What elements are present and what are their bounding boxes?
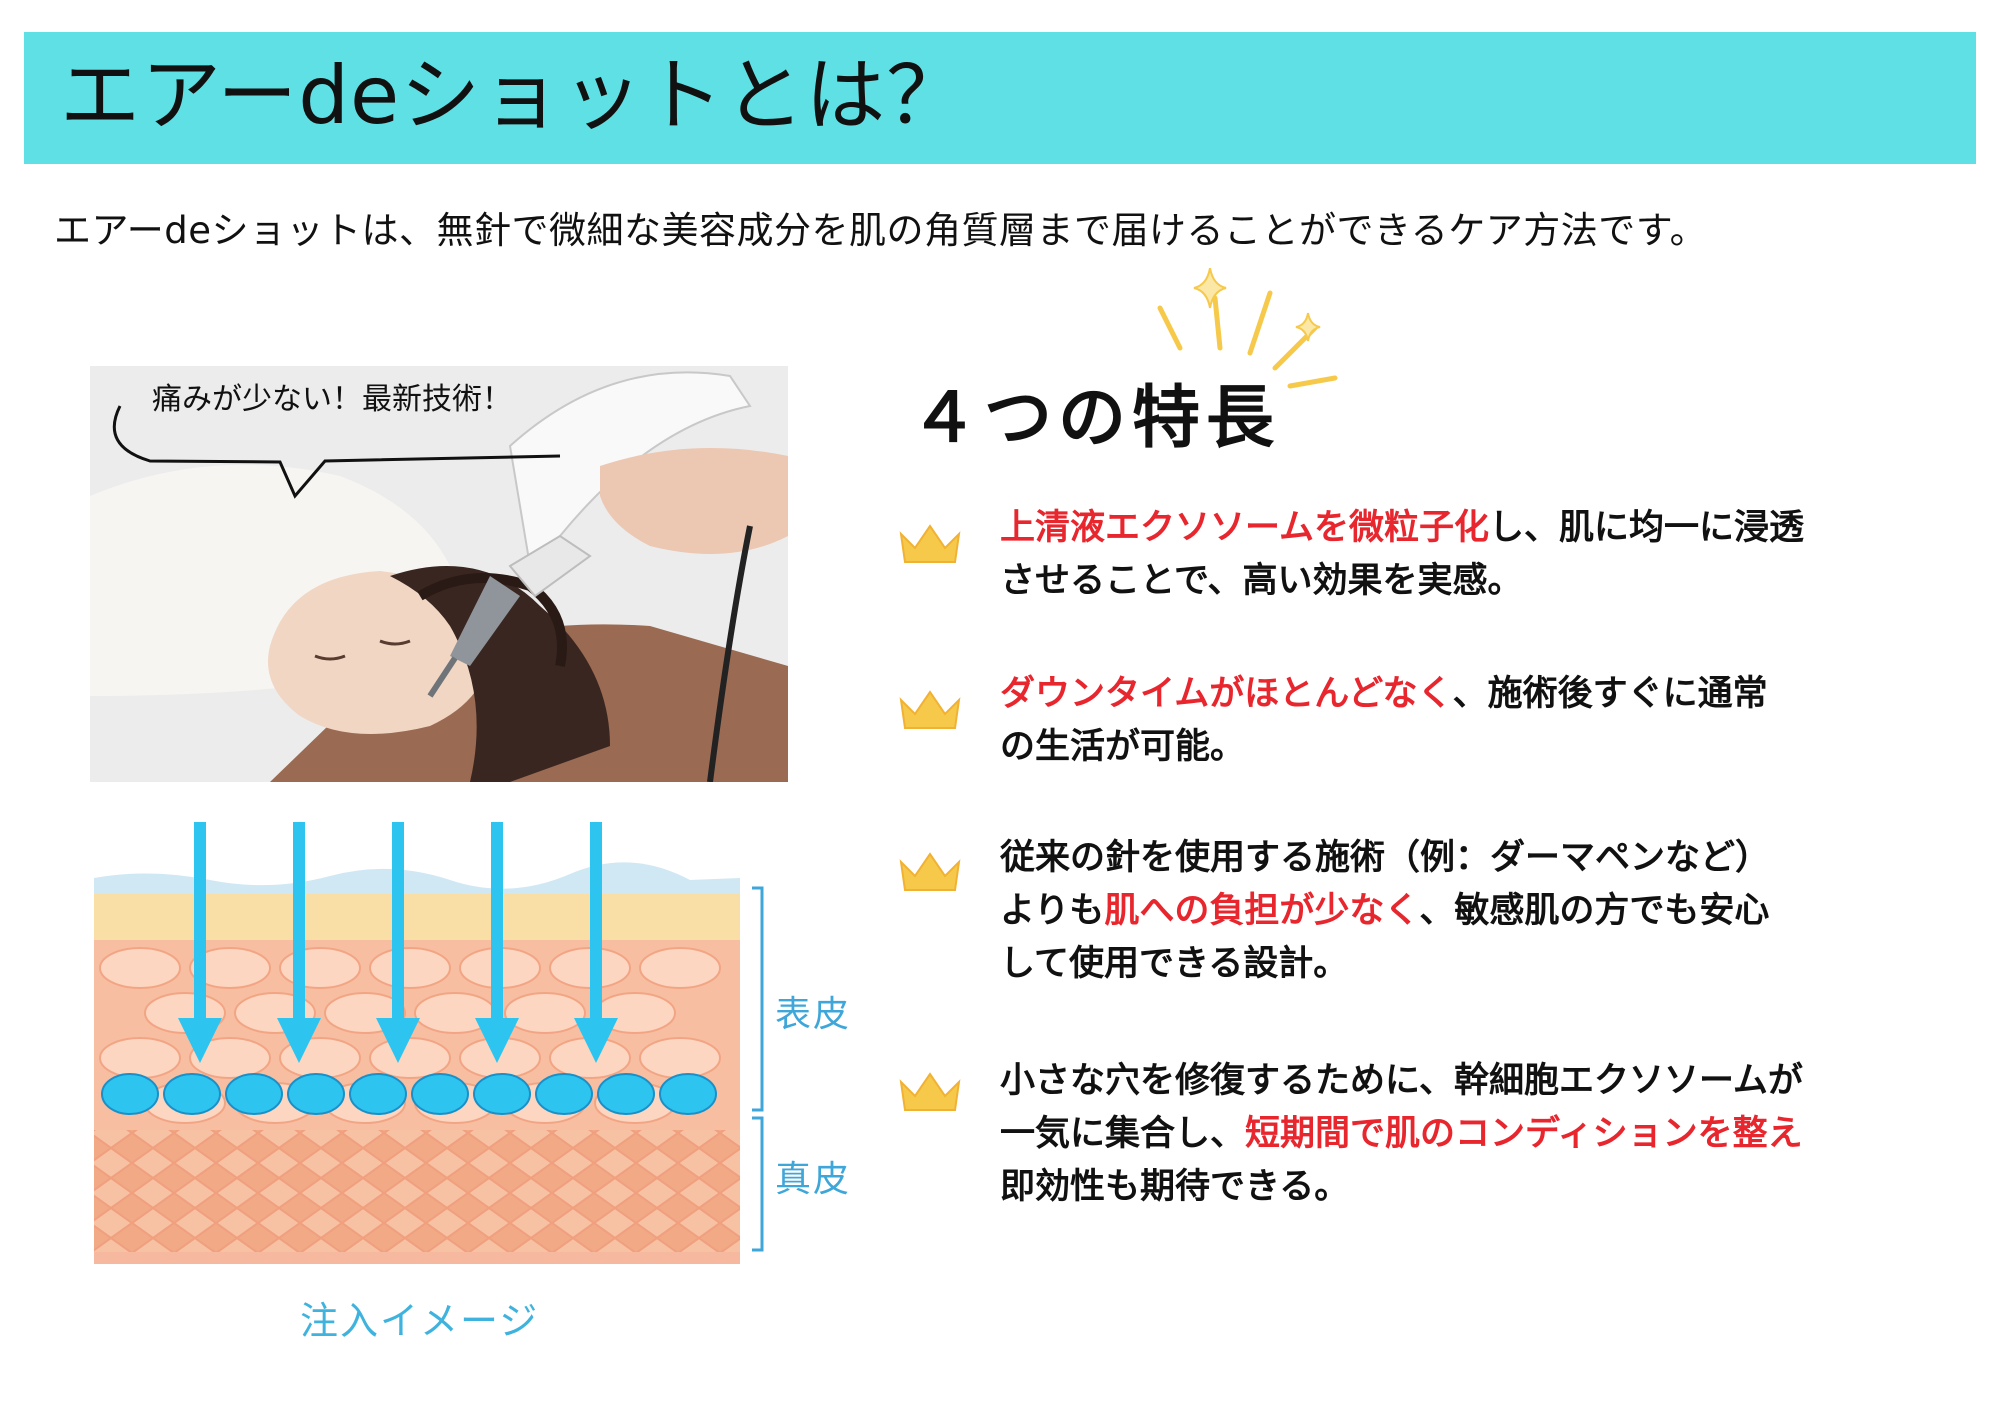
crown-icon (899, 524, 961, 563)
crown-icon (899, 1072, 961, 1111)
feature-4-line-2: 一気に集合し、短期間で肌のコンディションを整え (1000, 1108, 1960, 1161)
feature-3-highlight: 肌への負担が少なく (1104, 891, 1420, 931)
feature-3-text-post: 、敏感肌の方でも安心 (1419, 891, 1770, 931)
sparkle-icon (1157, 268, 1338, 389)
feature-3-line-3: して使用できる設計。 (1000, 944, 1349, 984)
feature-3-text-pre: よりも (1000, 891, 1105, 931)
feature-3-line-2: よりも肌への負担が少なく、敏感肌の方でも安心 (1000, 885, 1960, 938)
feature-3-line-1: 従来の針を使用する施術（例：ダーマペンなど） (1000, 838, 1771, 878)
skin-injection-diagram (94, 822, 764, 1264)
features-title: ４つの特長 (910, 379, 1281, 458)
feature-4-text-pre: 一気に集合し、 (1000, 1114, 1246, 1154)
feature-4-highlight: 短期間で肌のコンディションを整え (1245, 1114, 1803, 1154)
feature-2-text: 、施術後すぐに通常 (1452, 674, 1768, 714)
page-title: エアーdeショットとは？ (60, 49, 968, 142)
feature-1-highlight: 上清液エクソソームを微粒子化 (1000, 508, 1489, 548)
feature-item-2: ダウンタイムがほとんどなく、施術後すぐに通常 の生活が可能。 (1000, 668, 1960, 774)
treatment-photo-illustration (90, 366, 788, 782)
diagram-caption: 注入イメージ (300, 1299, 540, 1343)
feature-item-3: 従来の針を使用する施術（例：ダーマペンなど） よりも肌への負担が少なく、敏感肌の… (1000, 832, 1960, 991)
feature-1-line-1: 上清液エクソソームを微粒子化し、肌に均一に浸透 (1000, 502, 1960, 555)
crown-icon (899, 852, 961, 891)
dermis-label: 真皮 (775, 1159, 852, 1200)
feature-2-highlight: ダウンタイムがほとんどなく (1000, 674, 1453, 714)
feature-1-text: し、肌に均一に浸透 (1488, 508, 1804, 548)
treatment-photo: 痛みが少ない！最新技術！ (90, 366, 788, 782)
speech-bubble-text: 痛みが少ない！最新技術！ (152, 382, 512, 417)
crown-icon (899, 690, 961, 729)
feature-item-1: 上清液エクソソームを微粒子化し、肌に均一に浸透 させることで、高い効果を実感。 (1000, 502, 1960, 608)
epidermis-label: 表皮 (775, 994, 852, 1035)
feature-4-line-3: 即効性も期待できる。 (1000, 1167, 1350, 1207)
feature-2-line-1: ダウンタイムがほとんどなく、施術後すぐに通常 (1000, 668, 1960, 721)
feature-1-line-2: させることで、高い効果を実感。 (1000, 561, 1523, 601)
feature-item-4: 小さな穴を修復するために、幹細胞エクソソームが 一気に集合し、短期間で肌のコンデ… (1000, 1055, 1960, 1214)
title-banner: エアーdeショットとは？ (24, 32, 1976, 164)
feature-2-line-2: の生活が可能。 (1000, 727, 1246, 767)
intro-text: エアーdeショットは、無針で微細な美容成分を肌の角質層まで届けることができるケア… (54, 209, 1708, 252)
feature-4-line-1: 小さな穴を修復するために、幹細胞エクソソームが (1000, 1061, 1803, 1101)
